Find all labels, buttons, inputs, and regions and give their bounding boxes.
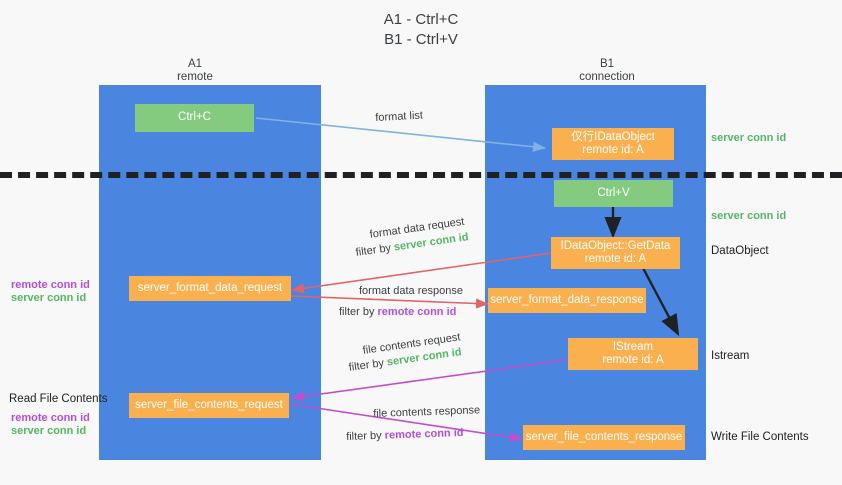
annotation-server-conn-id-left-low: server conn id [11,425,87,437]
box-server-file-contents-request[interactable]: server_file_contents_request [129,393,289,418]
annotation-remote-conn-id-low: remote conn id [11,412,90,424]
annotation-server-conn-id-top: server conn id [711,132,787,144]
annotation-server-conn-id-mid: server conn id [711,210,787,222]
box-ctrl-v[interactable]: Ctrl+V [554,180,673,207]
column-header-b1: B1 connection [579,58,635,83]
annotation-dataobject: DataObject [711,245,769,257]
divider-dashed-line [0,172,842,178]
edge-label-format-data-response: format data response [359,285,463,297]
filter-value-remote-conn-id: remote conn id [384,426,464,442]
annotation-istream: Istream [711,350,750,362]
box-idataobject[interactable]: 仅行IDataObject remote id: A [552,128,674,160]
box-idataobject-getdata[interactable]: IDataObject::GetData remote id: A [551,237,680,269]
box-istream[interactable]: IStream remote id: A [568,338,698,370]
filter-prefix: filter by [346,429,385,443]
box-server-format-data-response[interactable]: server_format_data_response [488,288,646,313]
column-header-a1: A1 remote [177,58,213,83]
box-server-format-data-request[interactable]: server_format_data_request [129,276,291,301]
edge-label-format-list: format list [375,109,424,124]
annotation-remote-conn-id-mid: remote conn id [11,279,90,291]
box-ctrl-c[interactable]: Ctrl+C [135,104,254,132]
page-title: A1 - Ctrl+C B1 - Ctrl+V [383,11,459,48]
filter-value-remote-conn-id: remote conn id [377,306,457,318]
box-server-file-contents-response[interactable]: server_file_contents_response [523,425,685,450]
edge-label-format-data-response-filter: filter by remote conn id [339,306,456,319]
annotation-write-file-contents: Write File Contents [711,431,809,443]
edge-label-file-contents-response-filter: filter by remote conn id [346,427,464,444]
edge-label-file-contents-response: file contents response [373,404,481,420]
filter-prefix: filter by [355,241,395,259]
annotation-server-conn-id-left-mid: server conn id [11,292,87,304]
annotation-read-file-contents: Read File Contents [9,393,108,405]
filter-prefix: filter by [348,356,388,374]
filter-prefix: filter by [339,306,378,318]
